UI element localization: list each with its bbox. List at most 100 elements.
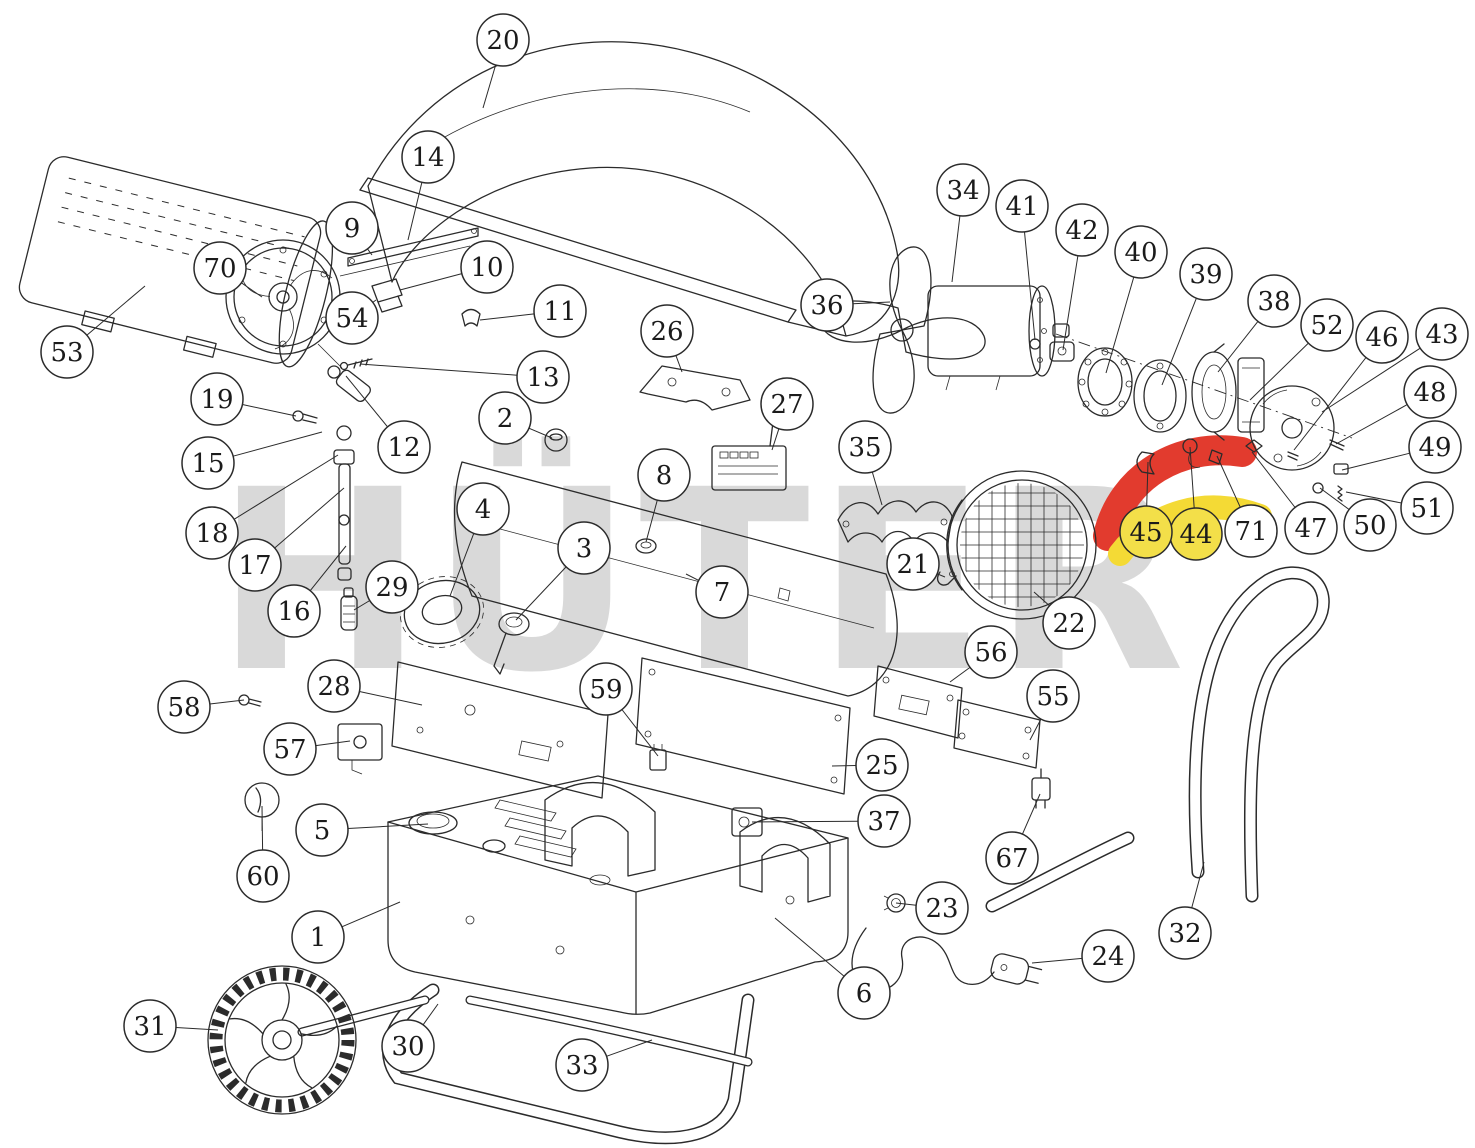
callout-44: 44	[1169, 507, 1223, 561]
callout-circle-42	[1055, 203, 1109, 257]
callout-circle-9	[325, 201, 379, 255]
callout-number-21: 21	[896, 550, 929, 580]
callout-number-27: 27	[770, 390, 803, 420]
leader-line-48	[1335, 404, 1408, 445]
leader-line-46	[1293, 357, 1367, 451]
leader-line-47	[1251, 451, 1296, 508]
flange-ring-40	[1077, 347, 1133, 417]
leader-line-2	[528, 427, 553, 439]
callout-21: 21	[886, 537, 940, 591]
callout-25: 25	[855, 738, 909, 792]
leader-line-8	[645, 499, 658, 543]
callout-35: 35	[838, 420, 892, 474]
leader-line-27	[771, 428, 780, 451]
callout-number-31: 31	[133, 1012, 166, 1042]
line-art	[18, 41, 1353, 1145]
callout-15: 15	[181, 436, 235, 490]
callout-circle-12	[377, 420, 431, 474]
leader-line-17	[274, 487, 345, 549]
callout-circle-37	[857, 794, 911, 848]
callout-2: 2	[478, 391, 532, 445]
callout-number-42: 42	[1065, 216, 1098, 246]
callout-18: 18	[185, 506, 239, 560]
leader-line-45	[1146, 461, 1149, 507]
callout-circle-35	[838, 420, 892, 474]
callout-number-14: 14	[411, 143, 444, 173]
callout-circle-19	[190, 372, 244, 426]
callout-4: 4	[456, 482, 510, 536]
callout-57: 57	[263, 722, 317, 776]
leader-line-13	[359, 363, 518, 376]
callout-number-50: 50	[1353, 511, 1386, 541]
callout-49: 49	[1408, 420, 1462, 474]
callout-circle-32	[1158, 906, 1212, 960]
leader-line-50	[1319, 487, 1350, 510]
callout-number-4: 4	[475, 495, 492, 525]
leader-line-21	[936, 573, 946, 578]
callout-number-45: 45	[1129, 518, 1162, 548]
callout-number-2: 2	[497, 404, 514, 434]
callout-number-20: 20	[486, 26, 519, 56]
callout-number-52: 52	[1310, 311, 1343, 341]
callout-circle-5	[295, 803, 349, 857]
callout-number-26: 26	[650, 317, 683, 347]
callout-9: 9	[325, 201, 379, 255]
callout-circle-46	[1355, 310, 1409, 364]
callout-number-54: 54	[335, 304, 368, 334]
leader-line-43	[1321, 347, 1421, 413]
callout-67: 67	[985, 831, 1039, 885]
callout-22: 22	[1042, 596, 1096, 650]
leader-line-26	[675, 355, 683, 373]
leader-line-70	[241, 282, 263, 298]
tank-saddle-rear	[739, 816, 831, 903]
callout-5: 5	[295, 803, 349, 857]
leader-line-36	[852, 301, 891, 305]
callout-number-16: 16	[277, 597, 310, 627]
callout-circle-48	[1403, 365, 1457, 419]
callout-circle-17	[228, 538, 282, 592]
leader-line-32	[1191, 861, 1205, 909]
callout-circle-38	[1247, 274, 1301, 328]
callout-42: 42	[1055, 203, 1109, 257]
leader-line-30	[422, 1003, 439, 1026]
leader-line-10	[399, 273, 463, 291]
callout-48: 48	[1403, 365, 1457, 419]
callout-11: 11	[533, 284, 587, 338]
callout-3: 3	[557, 521, 611, 575]
callout-31: 31	[123, 999, 177, 1053]
callout-29: 29	[365, 560, 419, 614]
callout-14: 14	[401, 130, 455, 184]
leader-line-33	[606, 1039, 653, 1057]
leader-line-14	[407, 182, 423, 241]
callout-number-7: 7	[714, 578, 731, 608]
callout-20: 20	[476, 13, 530, 67]
leader-line-6	[774, 917, 845, 977]
callout-number-38: 38	[1257, 287, 1290, 317]
callout-circle-50	[1343, 498, 1397, 552]
callout-circle-24	[1081, 929, 1135, 983]
callout-circle-27	[760, 377, 814, 431]
callout-51: 51	[1400, 481, 1454, 535]
callout-circle-21	[886, 537, 940, 591]
leader-line-16	[309, 545, 347, 592]
callout-number-9: 9	[344, 214, 361, 244]
callout-38: 38	[1247, 274, 1301, 328]
callout-circle-3	[557, 521, 611, 575]
callout-23: 23	[915, 881, 969, 935]
callout-number-70: 70	[203, 254, 236, 284]
callout-58: 58	[157, 680, 211, 734]
box-57	[337, 723, 383, 775]
callout-circle-59	[579, 662, 633, 716]
callout-circle-28	[307, 659, 361, 713]
callout-circle-14	[401, 130, 455, 184]
callout-number-34: 34	[946, 176, 979, 206]
callout-47: 47	[1284, 501, 1338, 555]
fuel-filter-3	[493, 612, 530, 675]
callout-6: 6	[837, 966, 891, 1020]
callout-number-10: 10	[470, 253, 503, 283]
motor-34	[927, 285, 1070, 391]
switch-59	[649, 744, 667, 771]
leader-line-19	[242, 404, 297, 417]
callout-37: 37	[857, 794, 911, 848]
